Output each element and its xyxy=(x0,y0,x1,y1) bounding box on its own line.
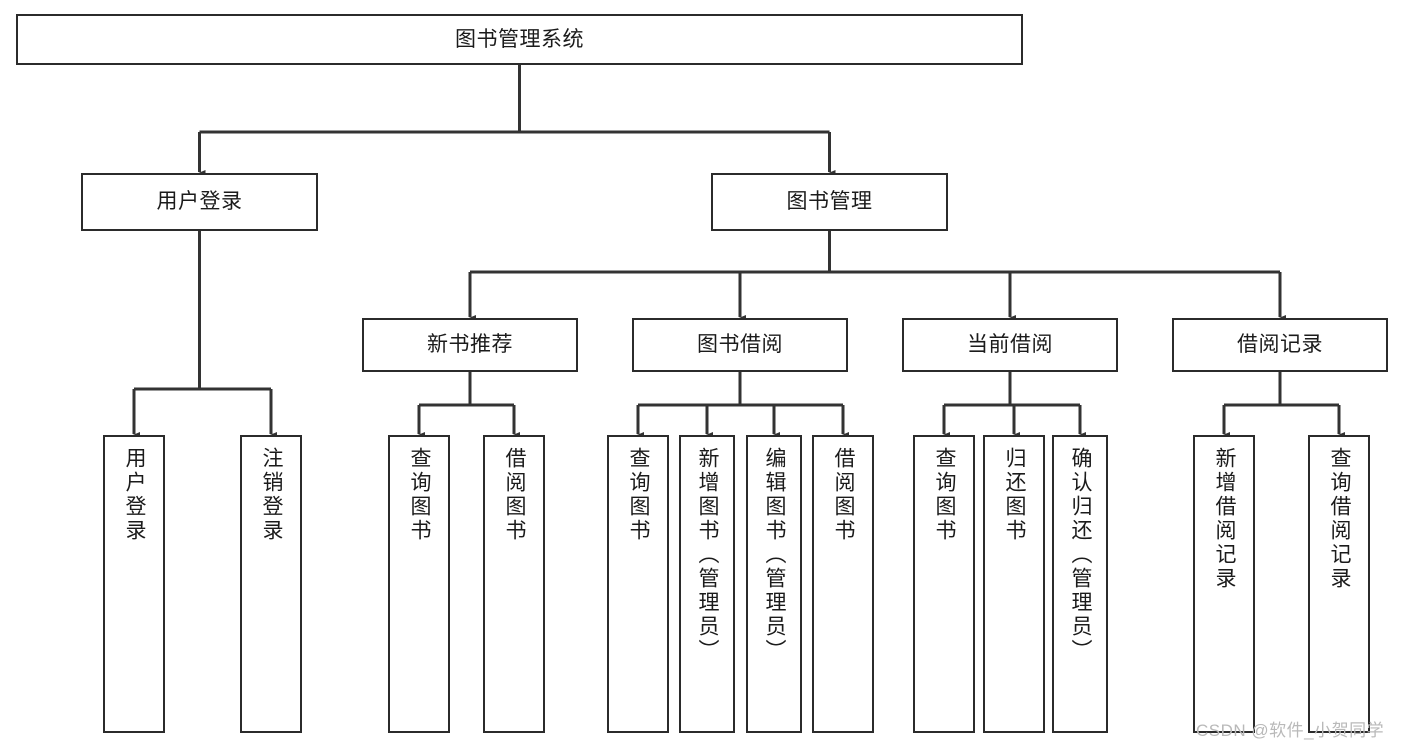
node-new-book-recommend[interactable]: 新书推荐 xyxy=(362,318,578,372)
leaf-add-borrow-record-label: 新增借阅记录 xyxy=(1213,447,1237,591)
node-book-manage-label: 图书管理 xyxy=(786,190,873,214)
leaf-query-book-borrow-label: 查询图书 xyxy=(627,447,651,543)
leaf-user-logout[interactable]: 注销登录 xyxy=(240,435,302,733)
node-user-login[interactable]: 用户登录 xyxy=(81,173,318,231)
connector-lines xyxy=(128,65,1345,442)
node-current-borrow[interactable]: 当前借阅 xyxy=(902,318,1118,372)
leaf-confirm-return[interactable]: 确认归还（管理员） xyxy=(1052,435,1108,733)
leaf-query-book-borrow[interactable]: 查询图书 xyxy=(607,435,669,733)
leaf-user-login-label: 用户登录 xyxy=(123,447,147,543)
node-new-book-recommend-label: 新书推荐 xyxy=(427,333,513,357)
leaf-edit-book[interactable]: 编辑图书（管理员） xyxy=(746,435,802,733)
leaf-query-borrow-record[interactable]: 查询借阅记录 xyxy=(1308,435,1370,733)
leaf-add-book-label: 新增图书（管理员） xyxy=(696,447,720,663)
leaf-borrow-book-label: 借阅图书 xyxy=(832,447,856,543)
leaf-return-book-label: 归还图书 xyxy=(1003,447,1027,543)
leaf-query-borrow-record-label: 查询借阅记录 xyxy=(1328,447,1352,591)
leaf-user-login[interactable]: 用户登录 xyxy=(103,435,165,733)
leaf-return-book[interactable]: 归还图书 xyxy=(983,435,1045,733)
node-current-borrow-label: 当前借阅 xyxy=(967,333,1053,357)
node-book-manage[interactable]: 图书管理 xyxy=(711,173,948,231)
node-borrow-record-label: 借阅记录 xyxy=(1237,333,1323,357)
leaf-add-borrow-record[interactable]: 新增借阅记录 xyxy=(1193,435,1255,733)
node-root-label: 图书管理系统 xyxy=(455,27,584,51)
leaf-query-book-current-label: 查询图书 xyxy=(933,447,957,543)
leaf-confirm-return-label: 确认归还（管理员） xyxy=(1069,447,1093,663)
leaf-user-logout-label: 注销登录 xyxy=(260,447,284,543)
node-root[interactable]: 图书管理系统 xyxy=(16,14,1023,65)
leaf-edit-book-label: 编辑图书（管理员） xyxy=(763,447,787,663)
leaf-borrow-book-recommend-label: 借阅图书 xyxy=(503,447,527,543)
node-user-login-label: 用户登录 xyxy=(156,190,243,214)
leaf-borrow-book-recommend[interactable]: 借阅图书 xyxy=(483,435,545,733)
node-borrow-record[interactable]: 借阅记录 xyxy=(1172,318,1388,372)
node-book-borrow[interactable]: 图书借阅 xyxy=(632,318,848,372)
node-book-borrow-label: 图书借阅 xyxy=(697,333,783,357)
leaf-query-book-recommend[interactable]: 查询图书 xyxy=(388,435,450,733)
leaf-add-book[interactable]: 新增图书（管理员） xyxy=(679,435,735,733)
leaf-query-book-recommend-label: 查询图书 xyxy=(408,447,432,543)
leaf-borrow-book[interactable]: 借阅图书 xyxy=(812,435,874,733)
leaf-query-book-current[interactable]: 查询图书 xyxy=(913,435,975,733)
